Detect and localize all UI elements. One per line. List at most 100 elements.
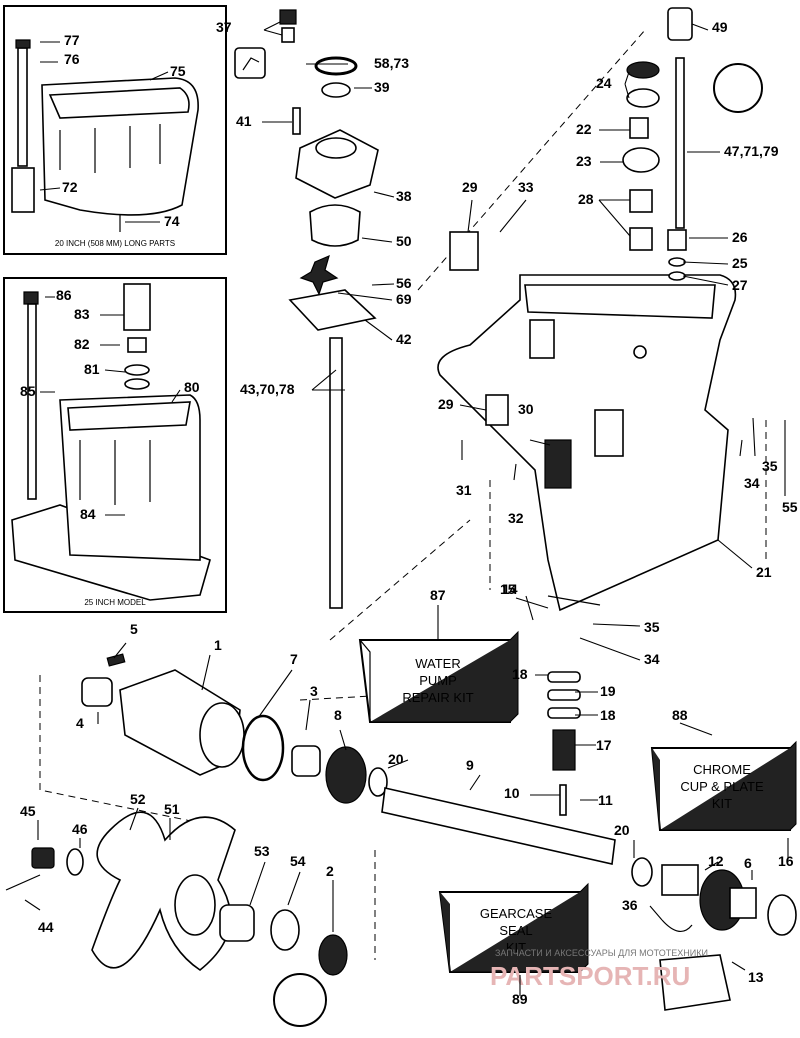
water-pump-kit-line2: PUMP xyxy=(419,673,457,688)
callout-8: 8 xyxy=(334,707,342,723)
chrome-cup-kit-line1: CHROME xyxy=(693,762,751,777)
callout-3: 3 xyxy=(310,683,318,699)
chrome-cup-kit-box: CHROME CUP & PLATE KIT xyxy=(650,740,797,831)
chrome-cup-kit-line2: CUP & PLATE xyxy=(680,779,764,794)
callout-44: 44 xyxy=(38,919,54,935)
water-pump-kit-line3: REPAIR KIT xyxy=(402,690,473,705)
watermark-site: PARTSPORT.RU xyxy=(490,961,690,991)
callout-18b: 18 xyxy=(600,707,616,723)
callout-22: 22 xyxy=(576,121,592,137)
watermark-line: ЗАПЧАСТИ И АКСЕССУАРЫ ДЛЯ МОТОТЕХНИКИ xyxy=(495,948,708,958)
water-pump-kit-box: WATER PUMP REPAIR KIT xyxy=(358,630,519,723)
callout-20b: 20 xyxy=(614,822,630,838)
callout-46: 46 xyxy=(72,821,88,837)
callout-9: 9 xyxy=(466,757,474,773)
callout-80: 80 xyxy=(184,379,200,395)
callout-24: 24 xyxy=(596,75,612,91)
callout-43: 43,70,78 xyxy=(240,381,295,397)
water-pump-stack xyxy=(234,9,379,609)
callout-2: 2 xyxy=(326,863,334,879)
callout-83: 83 xyxy=(74,306,90,322)
callout-35b: 35 xyxy=(644,619,660,635)
callout-76: 76 xyxy=(64,51,80,67)
callout-39: 39 xyxy=(374,79,390,95)
callout-5: 5 xyxy=(130,621,138,637)
model-25-caption: 25 INCH MODEL xyxy=(84,598,146,607)
watermark: ЗАПЧАСТИ И АКСЕССУАРЫ ДЛЯ МОТОТЕХНИКИ PA… xyxy=(490,948,708,991)
callout-numbers: 7776757274868382818085843758,73394138505… xyxy=(20,19,798,1007)
inset-long-parts: 20 INCH (508 MM) LONG PARTS xyxy=(3,5,227,255)
callout-30: 30 xyxy=(518,401,534,417)
water-pump-kit-line1: WATER xyxy=(415,656,461,671)
callout-86: 86 xyxy=(56,287,72,303)
callout-52: 52 xyxy=(130,791,146,807)
callout-34b: 34 xyxy=(644,651,660,667)
callout-36: 36 xyxy=(622,897,638,913)
callout-42: 42 xyxy=(396,331,412,347)
callout-58: 58,73 xyxy=(374,55,409,71)
callout-85: 85 xyxy=(20,383,36,399)
callout-75: 75 xyxy=(170,63,186,79)
callout-18a: 18 xyxy=(512,666,528,682)
callout-38: 38 xyxy=(396,188,412,204)
callout-29a: 29 xyxy=(462,179,478,195)
callout-29b: 29 xyxy=(438,396,454,412)
callout-11: 11 xyxy=(598,792,613,808)
callout-50: 50 xyxy=(396,233,412,249)
callout-47: 47,71,79 xyxy=(724,143,779,159)
callout-28: 28 xyxy=(578,191,594,207)
gearcase-seal-kit-line3: KIT xyxy=(506,940,526,955)
callout-82: 82 xyxy=(74,336,90,352)
callout-25: 25 xyxy=(732,255,748,271)
callout-32: 32 xyxy=(508,510,524,526)
lower-unit-parts xyxy=(81,653,797,1011)
callout-13: 13 xyxy=(748,969,764,985)
callout-77: 77 xyxy=(64,32,80,48)
callout-6: 6 xyxy=(744,855,752,871)
callout-49: 49 xyxy=(712,19,728,35)
callout-88: 88 xyxy=(672,707,688,723)
inset-25-inch-model: 25 INCH MODEL xyxy=(3,277,227,613)
long-parts-caption: 20 INCH (508 MM) LONG PARTS xyxy=(55,239,175,248)
callout-56: 56 xyxy=(396,275,412,291)
gearcase-housing xyxy=(437,231,737,612)
gearcase-seal-kit-box: GEARCASE SEAL KIT xyxy=(438,882,589,973)
callout-55: 55 xyxy=(782,499,798,515)
gearcase-seal-kit-line1: GEARCASE xyxy=(480,906,553,921)
callout-1: 1 xyxy=(214,637,222,653)
callout-14: 14 xyxy=(502,581,518,597)
callout-23: 23 xyxy=(576,153,592,169)
callout-15: 15 xyxy=(500,581,516,597)
callout-51: 51 xyxy=(164,801,180,817)
callout-19: 19 xyxy=(600,683,616,699)
propeller-group xyxy=(5,811,348,1027)
callout-41: 41 xyxy=(236,113,252,129)
callout-4: 4 xyxy=(76,715,84,731)
chrome-cup-kit-line3: KIT xyxy=(712,796,732,811)
callout-31: 31 xyxy=(456,482,472,498)
callout-37: 37 xyxy=(216,19,232,35)
callout-21: 21 xyxy=(756,564,772,580)
callout-74: 74 xyxy=(164,213,180,229)
callout-27: 27 xyxy=(732,277,748,293)
callout-81: 81 xyxy=(84,361,100,377)
callout-20a: 20 xyxy=(388,751,404,767)
callout-35a: 35 xyxy=(762,458,778,474)
callout-16: 16 xyxy=(778,853,794,869)
callout-34a: 34 xyxy=(744,475,760,491)
callout-54: 54 xyxy=(290,853,306,869)
callout-26: 26 xyxy=(732,229,748,245)
leader-lines xyxy=(24,21,789,996)
callout-12: 12 xyxy=(708,853,724,869)
shift-rod-stack xyxy=(622,7,763,281)
callout-87: 87 xyxy=(430,587,446,603)
callout-84: 84 xyxy=(80,506,96,522)
callout-89: 89 xyxy=(512,991,528,1007)
callout-10: 10 xyxy=(504,785,520,801)
callout-17: 17 xyxy=(596,737,612,753)
callout-45: 45 xyxy=(20,803,36,819)
gearcase-seal-kit-line2: SEAL xyxy=(499,923,532,938)
callout-53: 53 xyxy=(254,843,270,859)
callout-7: 7 xyxy=(290,651,298,667)
